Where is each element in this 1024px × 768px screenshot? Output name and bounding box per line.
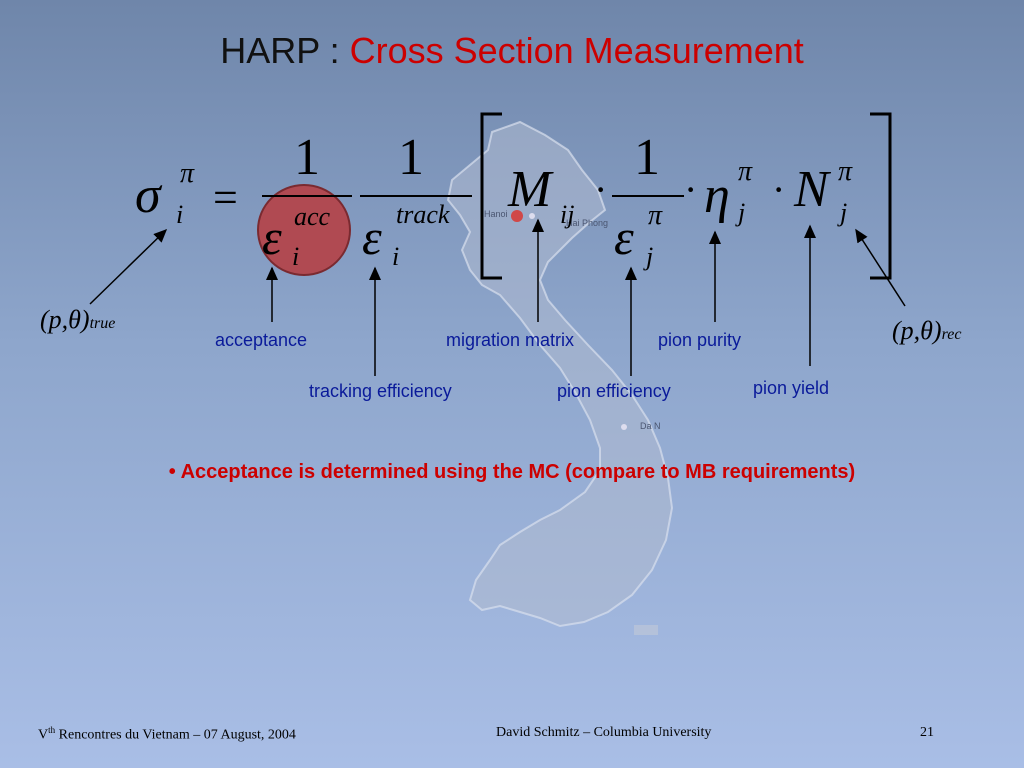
label-pion-purity: pion purity [658, 330, 742, 350]
island-shape [634, 625, 658, 635]
eta-sub: j [738, 198, 746, 227]
footer-left-pre: V [38, 727, 49, 743]
label-acceptance: acceptance [215, 330, 308, 350]
title-accent: Cross Section Measurement [349, 30, 804, 71]
dot-1: · [594, 167, 608, 212]
ptheta-rec-text: (p,θ) [892, 316, 942, 345]
migration-M: M [508, 161, 552, 218]
N-sup: π [838, 156, 853, 187]
footer-left-post: Rencontres du Vietnam – 07 August, 2004 [55, 727, 296, 743]
fraction-bar-acc [262, 195, 352, 197]
eps-acc-sup: acc [294, 202, 331, 231]
map-outline [446, 120, 674, 628]
eps-j-sub: j [646, 242, 654, 271]
label-migration-matrix: migration matrix [446, 330, 575, 350]
footer-left-sup: th [48, 725, 56, 735]
ptheta-true-text: (p,θ) [40, 305, 90, 334]
eps-track-sub: i [392, 242, 400, 271]
arrow-rec [855, 228, 906, 307]
N-symbol: N [794, 161, 829, 218]
eps-j: ε [614, 209, 634, 265]
capital-marker [511, 210, 523, 222]
acceptance-highlight [257, 184, 351, 276]
eps-j-sup: π [648, 200, 663, 231]
footer-left: Vth Rencontres du Vietnam – 07 August, 2… [38, 725, 296, 744]
numerator-track: 1 [398, 129, 424, 186]
footer-center: David Schmitz – Columbia University [496, 725, 712, 740]
map-label-danang: Da N [640, 421, 661, 431]
bullet-text: • Acceptance is determined using the MC … [168, 461, 856, 483]
map-label-hanoi: Hanoi [484, 209, 508, 219]
label-pion-yield: pion yield [753, 378, 830, 398]
ptheta-true: (p,θ)true [40, 305, 115, 335]
N-sub: j [840, 198, 848, 227]
label-pion-efficiency: pion efficiency [557, 381, 671, 401]
city-marker [621, 424, 627, 430]
footer-page-number: 21 [920, 725, 934, 740]
city-marker [529, 213, 535, 219]
numerator-pion-eff: 1 [634, 129, 660, 186]
equals-sign: = [213, 173, 238, 222]
eps-track-sup: track [396, 200, 450, 229]
ptheta-rec: (p,θ)rec [892, 316, 961, 346]
eps-track: ε [362, 209, 382, 265]
eta-sup: π [738, 156, 753, 187]
dot-2: · [684, 167, 698, 212]
sigma-sup: π [180, 158, 195, 189]
eps-acc: ε [262, 209, 282, 265]
eps-acc-sub: i [292, 242, 300, 271]
sigma-sub: i [176, 200, 184, 229]
migration-M-sub: ij [560, 200, 575, 229]
label-tracking-efficiency: tracking efficiency [309, 381, 452, 401]
title-prefix: HARP : [220, 30, 350, 71]
fraction-bar-pion-eff [612, 195, 684, 197]
ptheta-rec-sub: rec [941, 326, 962, 343]
map-label-haiphong: Hai Phong [566, 218, 609, 228]
dot-3: · [772, 167, 786, 212]
fraction-bar-track [360, 195, 472, 197]
sigma-symbol: σ [135, 167, 161, 224]
ptheta-true-sub: true [89, 315, 116, 332]
numerator-acc: 1 [294, 129, 320, 186]
arrow-true [89, 228, 168, 305]
right-bracket [870, 112, 892, 280]
left-bracket [480, 112, 502, 280]
page-title: HARP : Cross Section Measurement [0, 30, 1024, 72]
eta-symbol: η [704, 167, 730, 224]
